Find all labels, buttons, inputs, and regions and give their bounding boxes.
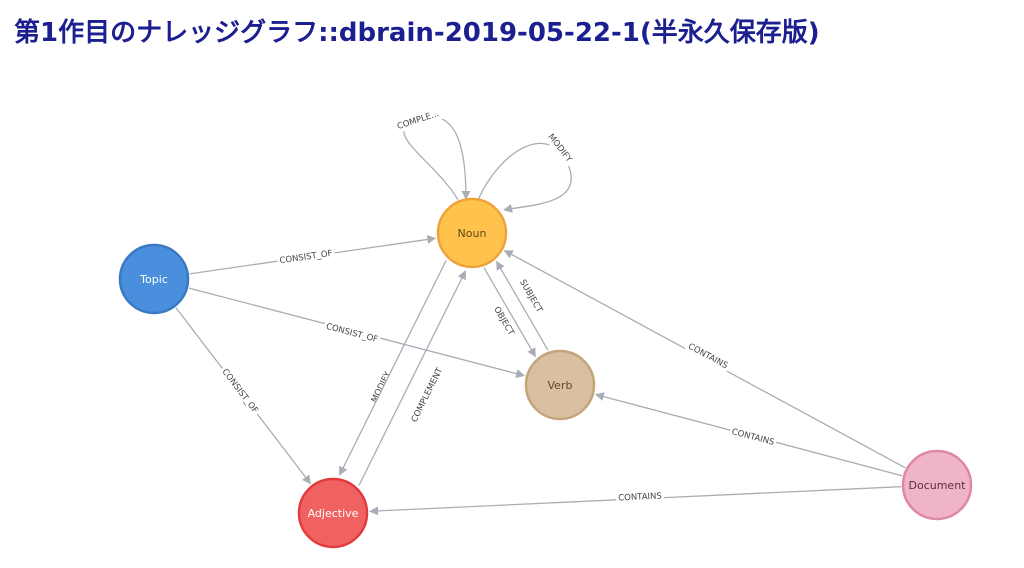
edge-line[interactable]: [496, 260, 549, 351]
edge-topic-consistof-adjective[interactable]: CONSIST_OF: [175, 307, 312, 485]
edge-label-bg: [217, 364, 262, 418]
edge-noun-modify-self[interactable]: MODIFY: [477, 129, 577, 213]
edge-label: COMPLE...: [396, 109, 440, 132]
edge-label: SUBJECT: [517, 278, 544, 315]
edge-noun-complement-adjective[interactable]: COMPLEMENT: [339, 260, 448, 476]
edge-noun-complement-self[interactable]: COMPLE...: [393, 107, 471, 201]
edge-label-bg: [543, 129, 577, 168]
node-label: Noun: [458, 227, 487, 240]
edge-label: MODIFY: [545, 132, 574, 165]
node-noun[interactable]: Noun: [436, 197, 508, 269]
page-title: 第1作目のナレッジグラフ::dbrain-2019-05-22-1(半永久保存版…: [14, 18, 820, 48]
edge-label: CONTAINS: [731, 427, 776, 448]
edge-label-bg: [728, 425, 778, 450]
node-adjective[interactable]: Adjective: [297, 477, 369, 549]
node-topic[interactable]: Topic: [118, 243, 190, 315]
edge-topic-consistof-verb[interactable]: CONSIST_OF: [188, 287, 526, 378]
edge-label: CONTAINS: [618, 491, 662, 503]
node-verb[interactable]: Verb: [524, 349, 596, 421]
edge-label: CONSIST_OF: [219, 367, 259, 416]
edge-line[interactable]: [483, 267, 536, 358]
edge-label-bg: [489, 302, 519, 341]
node-label: Verb: [548, 379, 573, 392]
edge-line[interactable]: [339, 260, 447, 476]
edges-layer: COMPLE...MODIFYCONSIST_OFCONSIST_OFCONSI…: [175, 107, 906, 516]
node-document[interactable]: Document: [901, 449, 973, 521]
edge-label-bg: [615, 490, 665, 505]
edge-document-contains-adjective[interactable]: CONTAINS: [369, 486, 902, 516]
edge-label: CONSIST_OF: [325, 322, 379, 345]
node-circle[interactable]: [524, 349, 596, 421]
edge-label-bg: [407, 363, 448, 427]
node-circle[interactable]: [901, 449, 973, 521]
node-circle[interactable]: [436, 197, 508, 269]
edge-topic-consistof-noun[interactable]: CONSIST_OF: [189, 235, 437, 275]
edge-adjective-modify-noun[interactable]: MODIFY: [358, 270, 466, 486]
node-label: Document: [909, 479, 967, 492]
edge-label: CONTAINS: [686, 342, 729, 372]
edge-label-bg: [276, 247, 336, 268]
edge-label: COMPLEMENT: [410, 366, 446, 424]
edge-label: CONSIST_OF: [279, 249, 333, 267]
node-label: Topic: [139, 273, 168, 286]
edge-line[interactable]: [358, 270, 466, 486]
node-circle[interactable]: [297, 477, 369, 549]
edge-label-bg: [322, 320, 382, 347]
node-label: Adjective: [308, 507, 359, 520]
edge-label-bg: [515, 275, 547, 318]
node-circle[interactable]: [118, 243, 190, 315]
edge-line[interactable]: [403, 115, 471, 201]
edge-label-bg: [393, 107, 443, 134]
edge-label-bg: [683, 339, 732, 374]
edge-document-contains-verb[interactable]: CONTAINS: [594, 392, 903, 477]
